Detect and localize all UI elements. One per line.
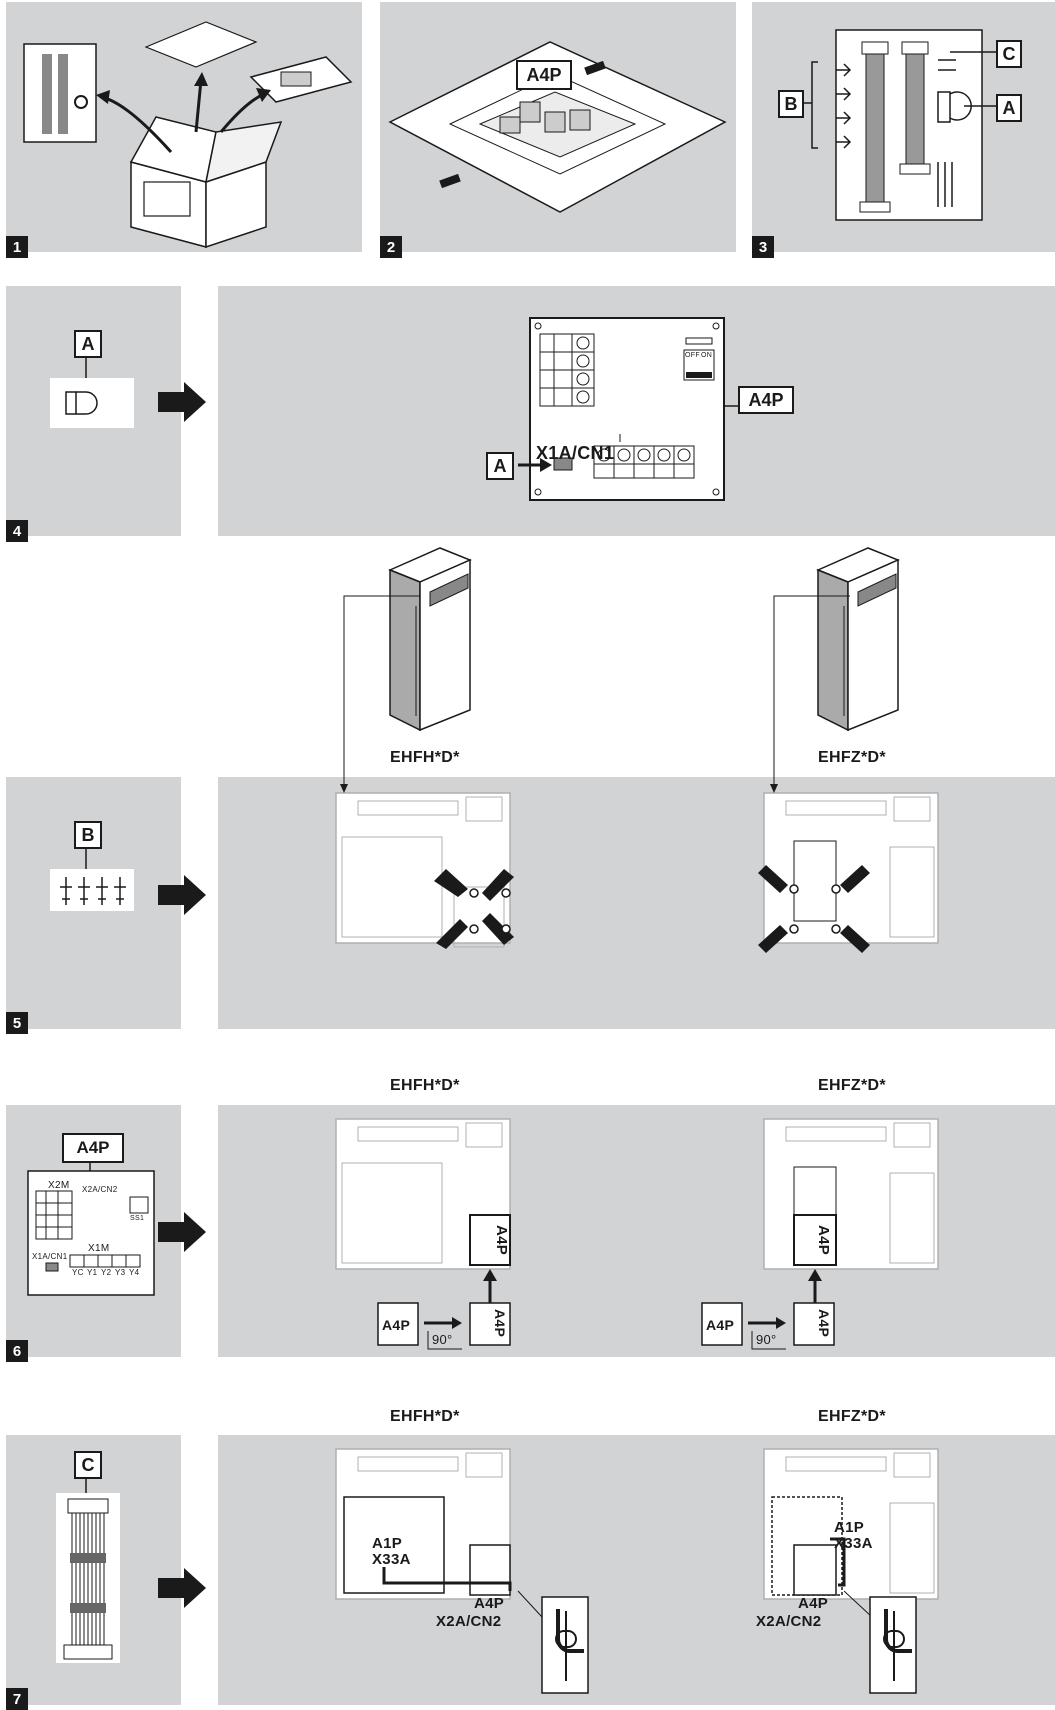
step-number-2: 2 [380,236,402,258]
a4p-board-diagram [518,317,738,501]
pcb-supports-illustration [50,847,134,911]
model-ehfz-label: EHFZ*D* [818,749,886,766]
model-ehfz-label: EHFZ*D* [818,1408,886,1425]
wire-harness-illustration [56,1477,120,1663]
step-number-6: 6 [6,1340,28,1362]
x33a-label: X33A [834,1535,873,1552]
on-label: ON [701,352,713,359]
a1p-label: A1P [372,1535,403,1552]
step5-left-panel: B [6,777,181,1029]
kit-contents-illustration [797,29,996,221]
x1a-cn1-label: X1A/CN1 [536,443,615,463]
a1p-label: A1P [834,1519,865,1536]
step-number-4: 4 [6,520,28,542]
a4p-board-thumbnail [27,1161,155,1296]
step6-right-panel: A4P A4P A4P 90° A4P A4P A4P 90° [218,1105,1055,1357]
step-number-1: 1 [6,236,28,258]
x2a-cn2-label: X2A/CN2 [436,1613,502,1630]
step3-panel: B C A [752,2,1055,252]
a4p-label: A4P [493,1225,510,1256]
a4p-label: A4P [706,1317,735,1333]
step2-panel: A4P [380,2,736,252]
x1m-terminal-label: Y2 [101,1268,112,1277]
step-number-5: 5 [6,1012,28,1034]
x1a-cn1-label: X1A/CN1 [32,1252,68,1261]
label-c: C [74,1451,102,1479]
angle-label: 90° [432,1332,453,1347]
a4p-label: A4P [738,386,794,414]
angle-label: 90° [756,1332,777,1347]
x2a-cn2-label: X2A/CN2 [756,1613,822,1630]
label-a: A [996,94,1022,122]
x1m-label: X1M [88,1243,110,1254]
step4-left-panel: A [6,286,181,536]
step1-panel [6,2,362,252]
arrow-right-icon [158,1212,206,1252]
ehfz-cabinet-illustration [816,547,900,732]
x1m-terminal-label: Y3 [115,1268,126,1277]
label-a: A [74,330,102,358]
ss1-label: SS1 [130,1215,145,1222]
model-ehfz-label: EHFZ*D* [818,1077,886,1094]
pcb-in-bag-illustration [388,41,727,213]
step4-right-panel: OFF ON X1A/CN1 A4P A [218,286,1055,536]
model-ehfh-label: EHFH*D* [390,1408,460,1425]
a4p-label: A4P [474,1595,505,1612]
step5-right-panel [218,777,1055,1029]
arrow-right-icon [158,382,206,422]
a4p-label: A4P [382,1317,411,1333]
label-b: B [74,821,102,849]
step7-right-panel: A1P X33A A4P X2A/CN2 A1P X33A A4P X2A/CN… [218,1435,1055,1705]
a4p-label: A4P [798,1595,829,1612]
box-unpacking-illustration [23,21,353,249]
model-ehfh-label: EHFH*D* [390,1077,460,1094]
arrow-right-icon [158,875,206,915]
a4p-label: A4P [516,60,572,90]
x1m-terminal-label: YC [72,1268,84,1277]
step-number-3: 3 [752,236,774,258]
a4p-label: A4P [815,1225,832,1256]
step6-left-panel: A4P X2M X2A/CN2 SS1 X1M X1A/CN1 YC Y1 Y2… [6,1105,181,1357]
arrow-right-icon [158,1568,206,1608]
a4p-mounting-diagram [335,1118,939,1350]
x1m-terminal-label: Y4 [129,1268,140,1277]
a4p-label: A4P [62,1133,124,1163]
off-label: OFF [685,352,700,359]
a4p-label: A4P [492,1309,508,1338]
x2m-label: X2M [48,1180,70,1191]
supports-mounting-diagram [335,792,939,953]
label-c: C [996,40,1022,68]
x1m-terminal-label: Y1 [87,1268,98,1277]
x33a-label: X33A [372,1551,411,1568]
label-b: B [778,90,804,118]
model-ehfh-label: EHFH*D* [390,749,460,766]
step7-left-panel: C [6,1435,181,1705]
jumper-connector-illustration [50,356,134,428]
a4p-label: A4P [816,1309,832,1338]
x2a-cn2-label: X2A/CN2 [82,1185,118,1194]
ehfh-cabinet-illustration [388,547,472,732]
harness-connection-diagram [335,1448,939,1694]
step-number-7: 7 [6,1688,28,1710]
label-a: A [486,452,514,480]
